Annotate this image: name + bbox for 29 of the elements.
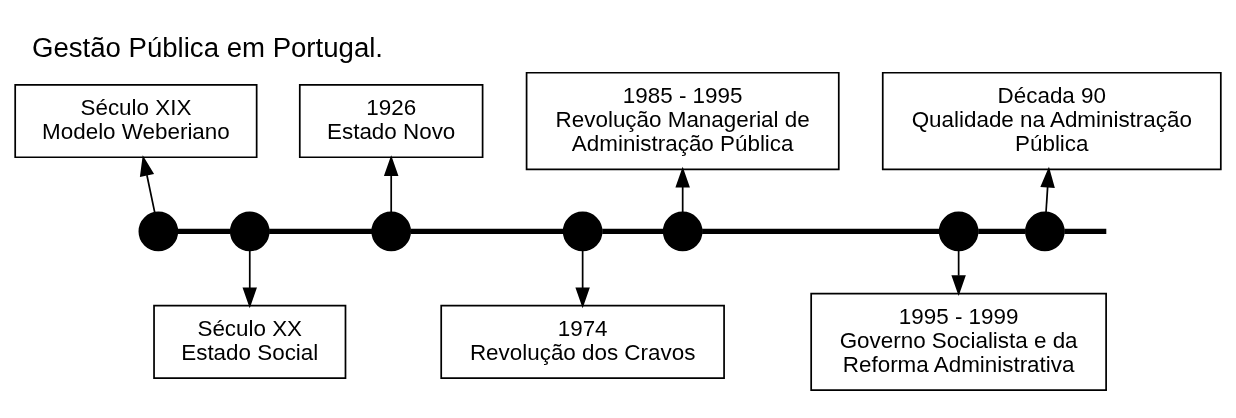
arrow <box>575 249 590 309</box>
arrow <box>383 155 399 214</box>
connector <box>410 228 564 234</box>
node-box: 1995 - 1999 Governo Socialista e da Reforma Administrativa <box>810 292 1107 391</box>
node-circle <box>562 211 603 252</box>
node-box: 1974 Revolução dos Cravos <box>440 304 725 379</box>
node-circle <box>138 211 179 252</box>
node-circle <box>938 211 979 252</box>
node-box: Século XX Estado Social <box>153 304 347 379</box>
node-circle <box>1025 211 1065 252</box>
diagram-title: Gestão Pública em Portugal. <box>31 31 384 63</box>
node-box: Década 90 Qualidade na Administração Pública <box>881 71 1222 171</box>
node-box: 1926 Estado Novo <box>298 83 484 159</box>
node-box: Século XIX Modelo Weberiano <box>14 83 258 159</box>
connector <box>702 228 940 234</box>
connector <box>269 228 373 234</box>
arrow <box>242 249 257 309</box>
connector <box>1064 228 1107 234</box>
arrow <box>139 155 156 214</box>
arrow <box>1040 166 1055 214</box>
node-circle <box>662 211 703 252</box>
connector <box>177 228 231 234</box>
connector <box>978 228 1026 234</box>
arrow <box>951 249 966 296</box>
connector <box>602 228 664 234</box>
node-box: 1985 - 1995 Revolução Managerial de Administração Pública <box>525 71 840 171</box>
node-circle <box>371 211 412 252</box>
node-circle <box>229 211 270 252</box>
arrow <box>675 166 690 214</box>
